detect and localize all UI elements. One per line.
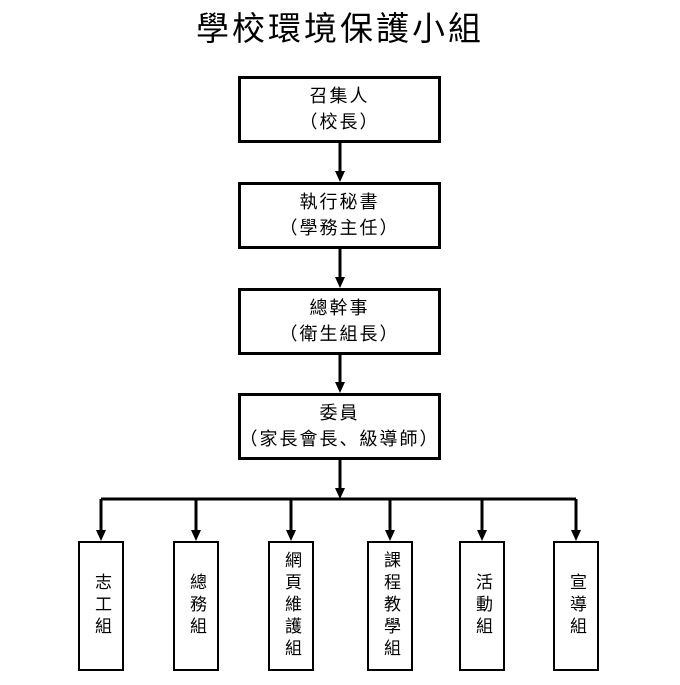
group-box-web-maintenance: 網頁維護組	[268, 541, 314, 671]
group-box-curriculum: 課程教學組	[367, 541, 413, 671]
drop-arrowhead-4	[385, 530, 395, 541]
committee-members-box: 委員 （家長會長、級導師）	[238, 393, 441, 460]
group-label-activities: 活動組	[472, 573, 492, 639]
committee-members-holder: （家長會長、級導師）	[239, 428, 440, 450]
group-box-volunteer: 志工組	[78, 541, 124, 671]
arrowhead-3	[335, 382, 345, 393]
arrowhead-2	[335, 277, 345, 288]
group-label-web-maintenance: 網頁維護組	[281, 551, 301, 661]
general-secretary-role: 總幹事	[309, 297, 370, 319]
group-box-activities: 活動組	[459, 541, 505, 671]
group-label-general-affairs: 總務組	[186, 573, 206, 639]
convener-role: 召集人	[309, 85, 370, 107]
drop-arrowhead-2	[191, 530, 201, 541]
trunk-arrowhead	[335, 488, 345, 499]
chart-title: 學校環境保護小組	[196, 9, 484, 48]
arrowhead-1	[335, 171, 345, 182]
group-label-promotion: 宣導組	[566, 573, 586, 639]
convener-holder: （校長）	[299, 111, 380, 133]
general-secretary-holder: （衛生組長）	[279, 323, 400, 345]
group-label-curriculum: 課程教學組	[380, 551, 400, 661]
drop-arrowhead-5	[477, 530, 487, 541]
committee-members-role: 委員	[319, 402, 360, 424]
executive-secretary-holder: （學務主任）	[279, 217, 400, 239]
group-box-general-affairs: 總務組	[173, 541, 219, 671]
group-label-volunteer: 志工組	[91, 573, 111, 639]
executive-secretary-box: 執行秘書 （學務主任）	[238, 182, 441, 249]
executive-secretary-role: 執行秘書	[299, 191, 380, 213]
group-box-promotion: 宣導組	[553, 541, 599, 671]
drop-arrowhead-6	[571, 530, 581, 541]
general-secretary-box: 總幹事 （衛生組長）	[238, 288, 441, 355]
drop-arrowhead-3	[286, 530, 296, 541]
convener-box: 召集人 （校長）	[238, 76, 441, 143]
drop-arrowhead-1	[96, 530, 106, 541]
